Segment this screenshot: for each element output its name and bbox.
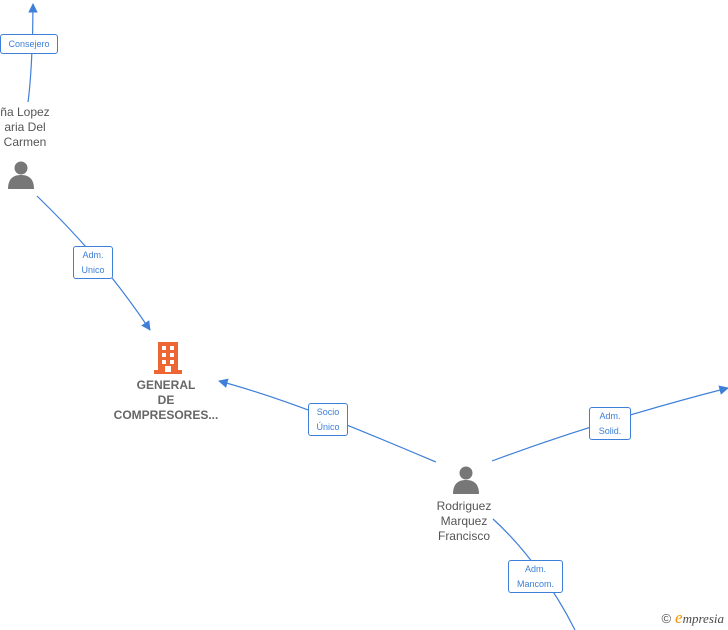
- brand-name: mpresia: [682, 611, 724, 626]
- person-name-line: ña Lopez: [0, 105, 50, 119]
- edge-label-text: Socio: [316, 407, 340, 417]
- person-name-line: Carmen: [3, 135, 47, 149]
- person-name-line: aria Del: [4, 120, 46, 134]
- person-name-line: Rodriguez: [436, 499, 492, 513]
- person-icon[interactable]: [451, 464, 481, 494]
- company-name-line: COMPRESORES...: [113, 408, 219, 422]
- edge-label-text: Adm.: [82, 250, 104, 260]
- edge-label-socio-unico[interactable]: Socio Único: [308, 403, 348, 436]
- edge-label-consejero[interactable]: Consejero: [0, 34, 58, 54]
- edge-label-text: Mancom.: [516, 579, 554, 589]
- edge-label-text: Adm.: [599, 411, 621, 421]
- person-node-center-name[interactable]: Rodriguez Marquez Francisco: [424, 499, 504, 544]
- edge-consejero: [27, 3, 38, 103]
- company-name-line: GENERAL: [136, 378, 196, 392]
- company-name-line: DE: [157, 393, 175, 407]
- edge-label-adm-solid[interactable]: Adm. Solid.: [589, 407, 631, 440]
- person-name-line: Francisco: [437, 529, 490, 543]
- brand-footer: ©empresia: [661, 608, 724, 628]
- edge-label-text: Adm.: [524, 564, 546, 574]
- edge-label-adm-mancom[interactable]: Adm. Mancom.: [508, 560, 563, 593]
- edge-label-adm-unico[interactable]: Adm. Unico: [73, 246, 113, 279]
- edge-label-text: Solid.: [598, 426, 622, 436]
- person-icon[interactable]: [6, 159, 36, 189]
- person-node-top-name[interactable]: ña Lopez aria Del Carmen: [0, 105, 56, 150]
- edge-label-text: Unico: [81, 265, 105, 275]
- person-name-line: Marquez: [440, 514, 488, 528]
- building-icon[interactable]: [152, 340, 184, 374]
- copyright-symbol: ©: [661, 611, 672, 626]
- brand-initial: e: [675, 608, 683, 627]
- edge-label-text: Consejero: [8, 39, 50, 49]
- edge-label-text: Único: [316, 422, 340, 432]
- company-node-name[interactable]: GENERAL DE COMPRESORES...: [106, 378, 226, 423]
